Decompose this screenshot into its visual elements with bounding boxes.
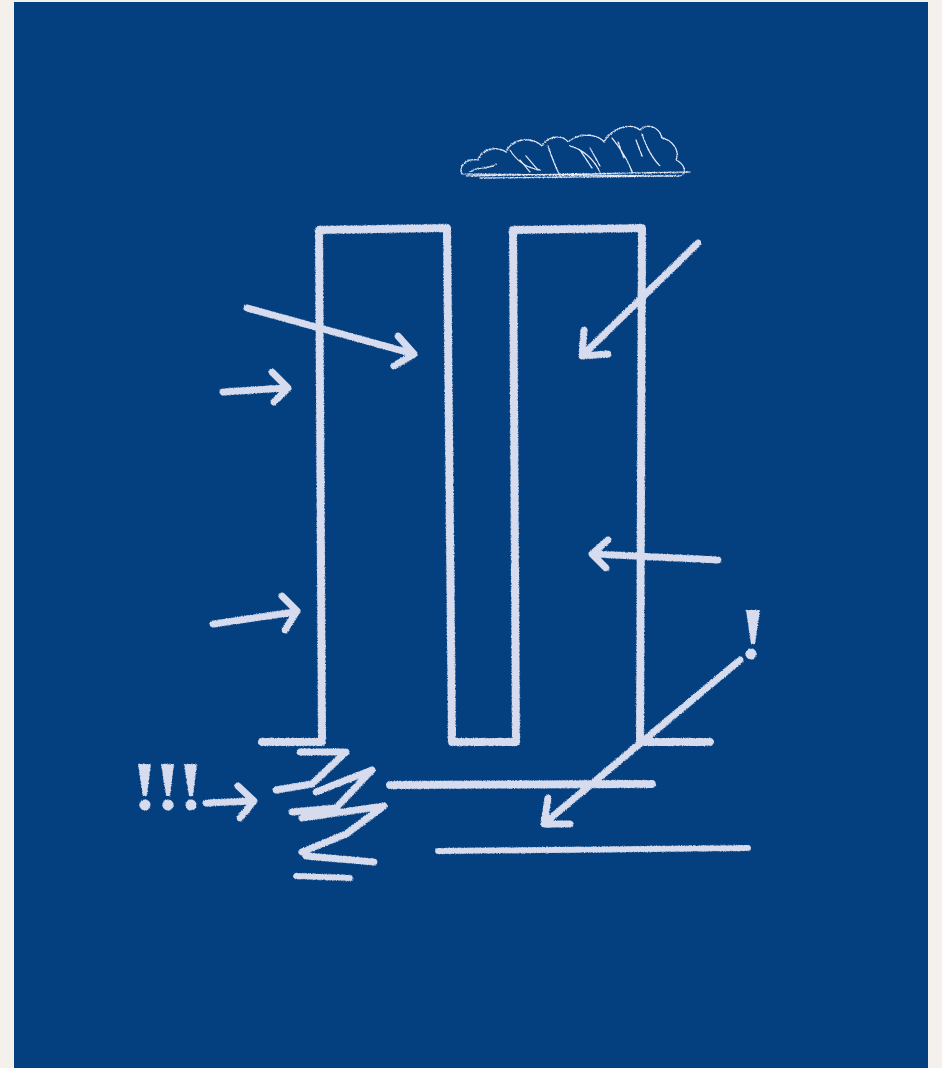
arrow-into-right-tower-middle	[592, 540, 718, 568]
arrow-to-zigzag	[206, 786, 254, 818]
cloud-icon	[461, 126, 690, 178]
arrow-into-left-tower	[247, 308, 414, 366]
exclamation-icon	[746, 610, 761, 660]
exclamation-triple-icon	[138, 764, 197, 811]
tower-left	[262, 228, 710, 742]
zigzag-crack	[276, 752, 384, 878]
arrow-left-lower	[213, 596, 297, 630]
ground-lines	[390, 784, 748, 851]
arrow-left-upper	[223, 372, 288, 402]
